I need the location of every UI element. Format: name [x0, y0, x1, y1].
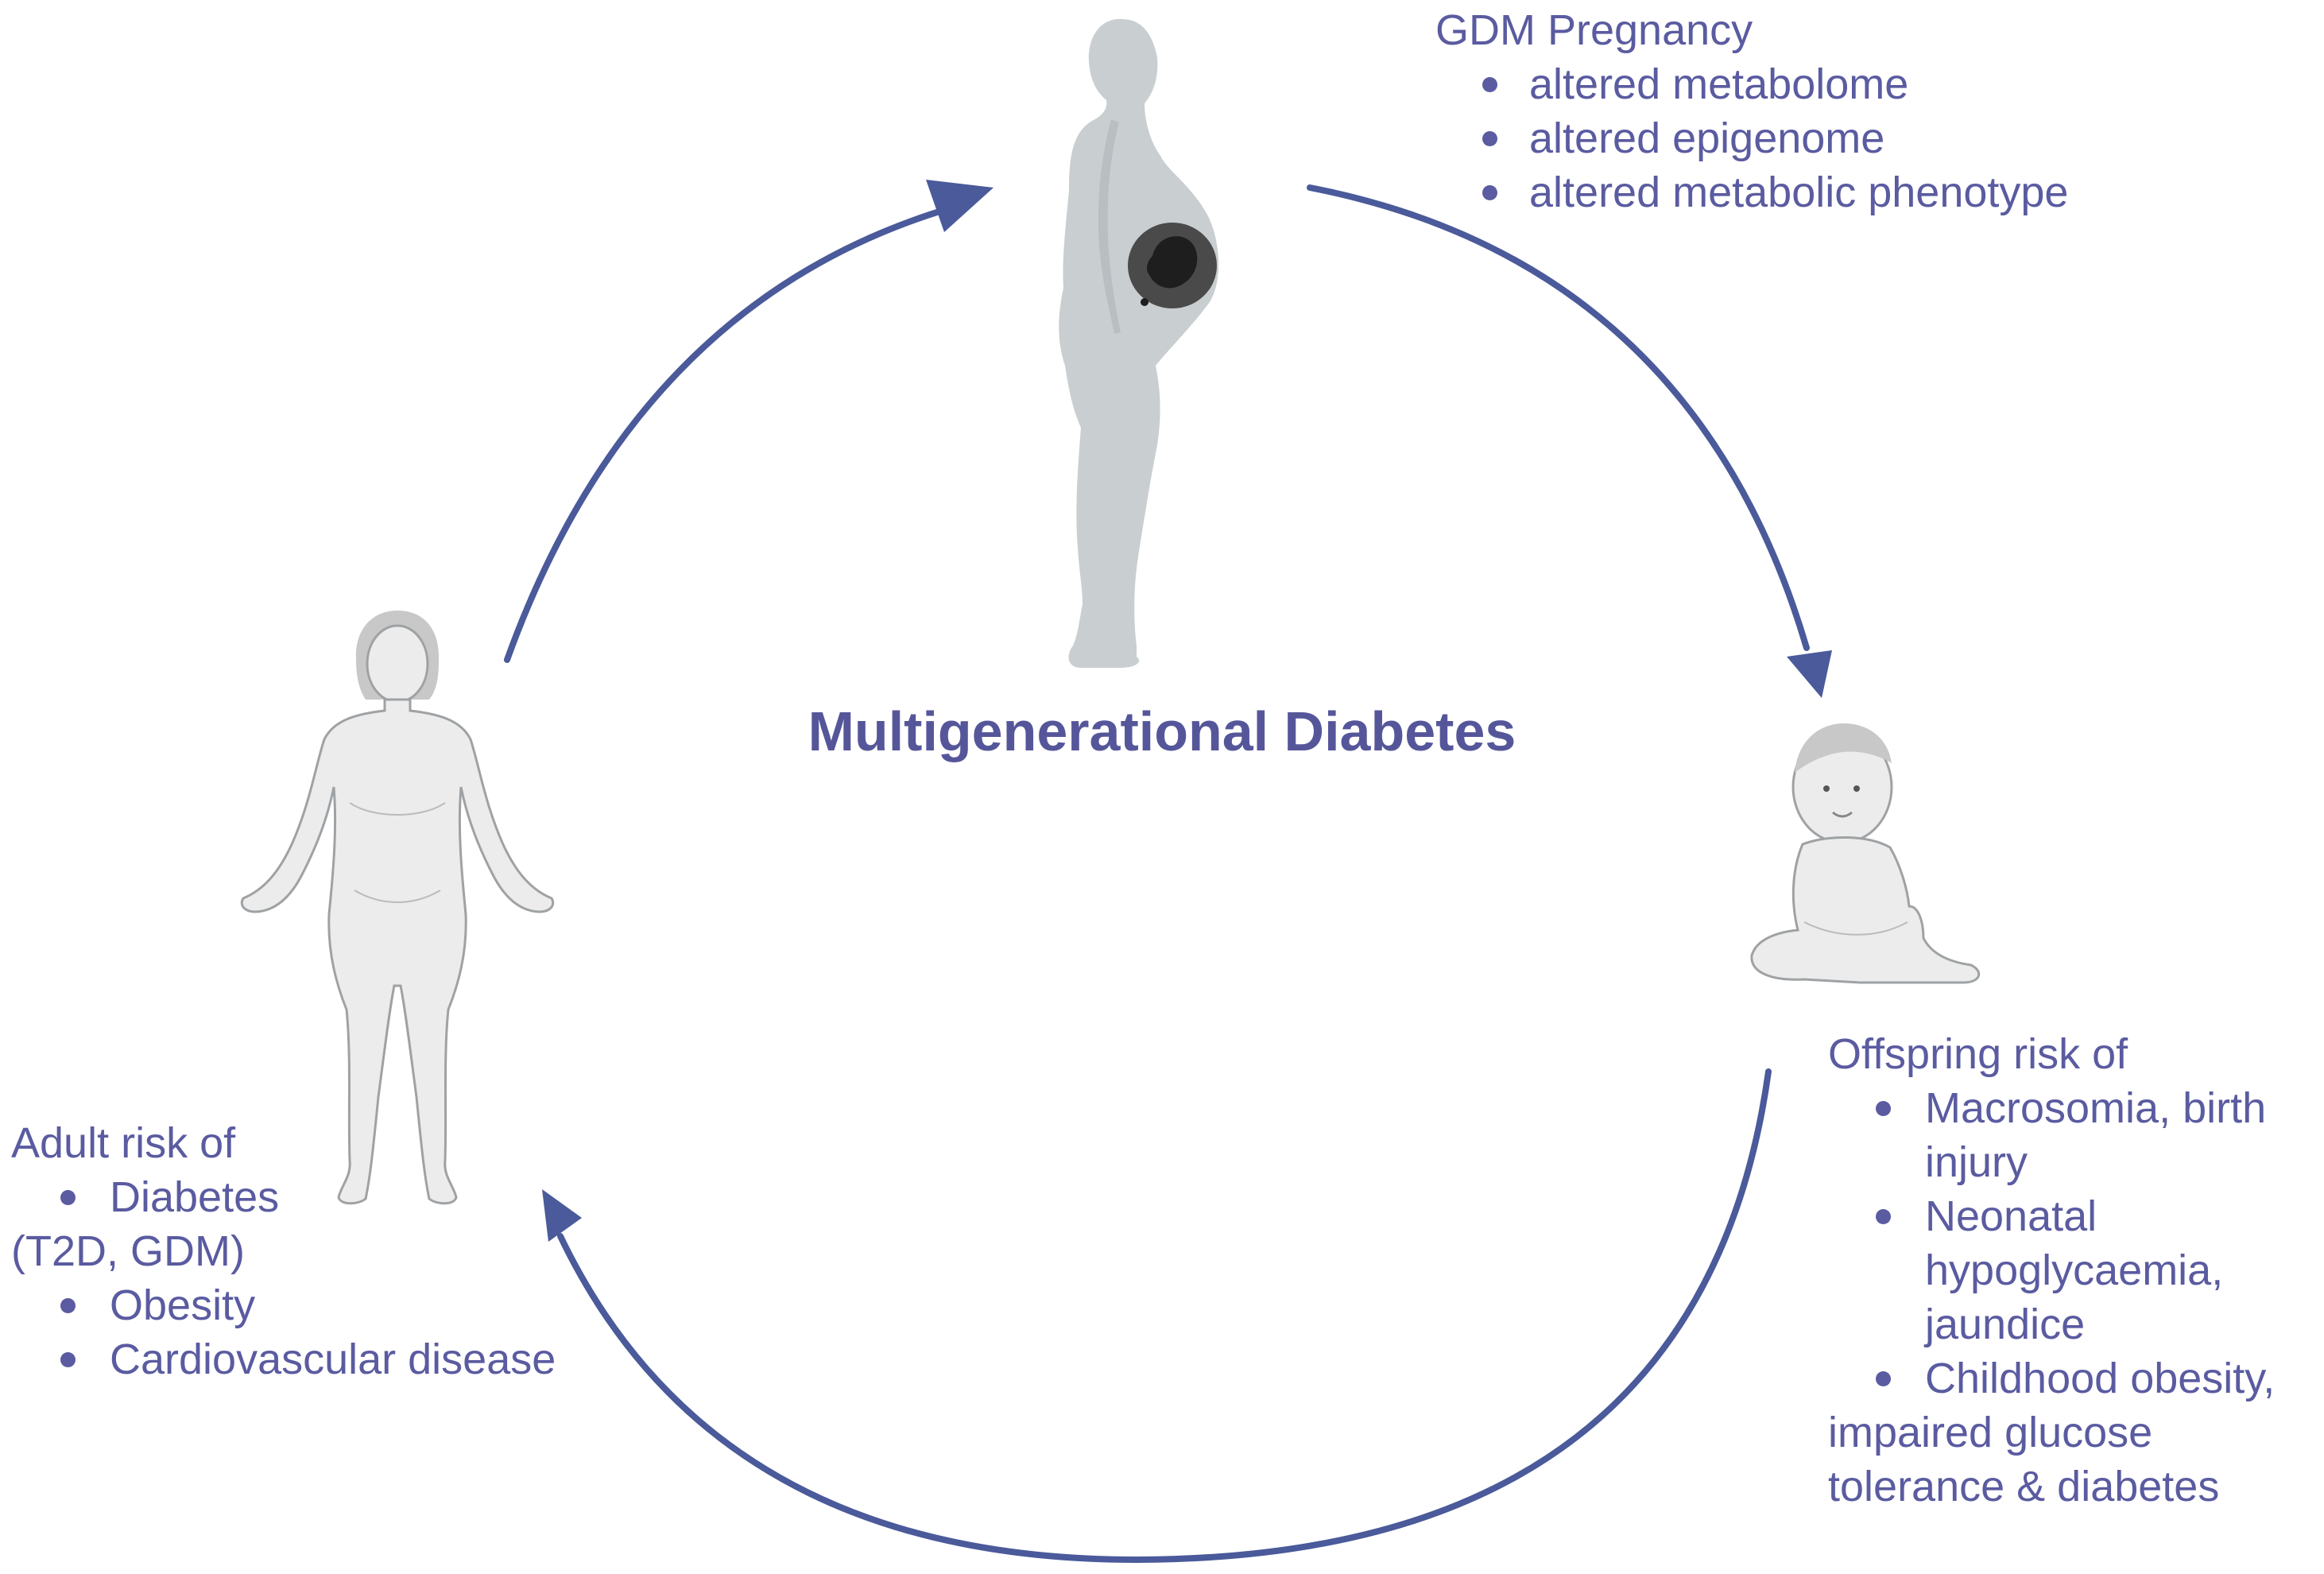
adult-risk-block: Adult risk of Diabetes (T2D, GDM) Obesit…	[11, 1116, 556, 1386]
list-item: Diabetes	[11, 1170, 556, 1224]
list-item-line: Neonatal	[1925, 1192, 2097, 1240]
list-item: Obesity	[11, 1278, 556, 1332]
list-item: Macrosomia, birth injury	[1828, 1081, 2275, 1189]
arrow-head-offspring	[1787, 650, 1832, 698]
arrow-offspring-to-adult	[557, 1068, 1772, 1564]
list-item: altered metabolic phenotype	[1435, 165, 2068, 219]
adult-woman-icon	[240, 611, 555, 1205]
baby-icon	[1750, 723, 1981, 984]
adult-heading: Adult risk of	[11, 1119, 236, 1167]
list-item-line: injury	[1925, 1138, 2028, 1186]
list-item-line: Macrosomia, birth	[1925, 1084, 2267, 1132]
diagram-title: Multigenerational Diabetes	[808, 700, 1516, 762]
list-item: Cardiovascular disease	[11, 1332, 556, 1386]
arrow-heads	[542, 180, 1832, 1242]
offspring-heading: Offspring risk of	[1828, 1030, 2128, 1078]
list-item-continuation: tolerance & diabetes	[1828, 1463, 2220, 1510]
pregnancy-heading: GDM Pregnancy	[1435, 6, 1753, 54]
arrow-pregnancy-to-offspring	[1307, 184, 1810, 651]
gdm-pregnancy-block: GDM Pregnancy altered metabolome altered…	[1435, 3, 2068, 219]
cycle-arrows	[504, 184, 1810, 1564]
arrow-head-pregnancy	[926, 180, 994, 232]
list-item-continuation: (T2D, GDM)	[11, 1227, 245, 1275]
list-item: altered epigenome	[1435, 111, 2068, 165]
list-item: Childhood obesity,	[1828, 1351, 2275, 1405]
list-item-continuation: impaired glucose	[1828, 1409, 2153, 1456]
list-item-line: Childhood obesity,	[1925, 1355, 2276, 1402]
list-item: altered metabolome	[1435, 57, 2068, 111]
list-item-line: jaundice	[1925, 1301, 2086, 1348]
list-item: Neonatal hypoglycaemia, jaundice	[1828, 1189, 2275, 1351]
pregnancy-list: altered metabolome altered epigenome alt…	[1435, 57, 2068, 219]
pregnant-woman-icon	[1059, 18, 1219, 668]
list-item-line: hypoglycaemia,	[1925, 1246, 2224, 1294]
arrow-head-adult	[542, 1189, 582, 1242]
offspring-risk-block: Offspring risk of Macrosomia, birth inju…	[1828, 1027, 2275, 1514]
arrow-adult-to-pregnancy	[504, 205, 953, 663]
